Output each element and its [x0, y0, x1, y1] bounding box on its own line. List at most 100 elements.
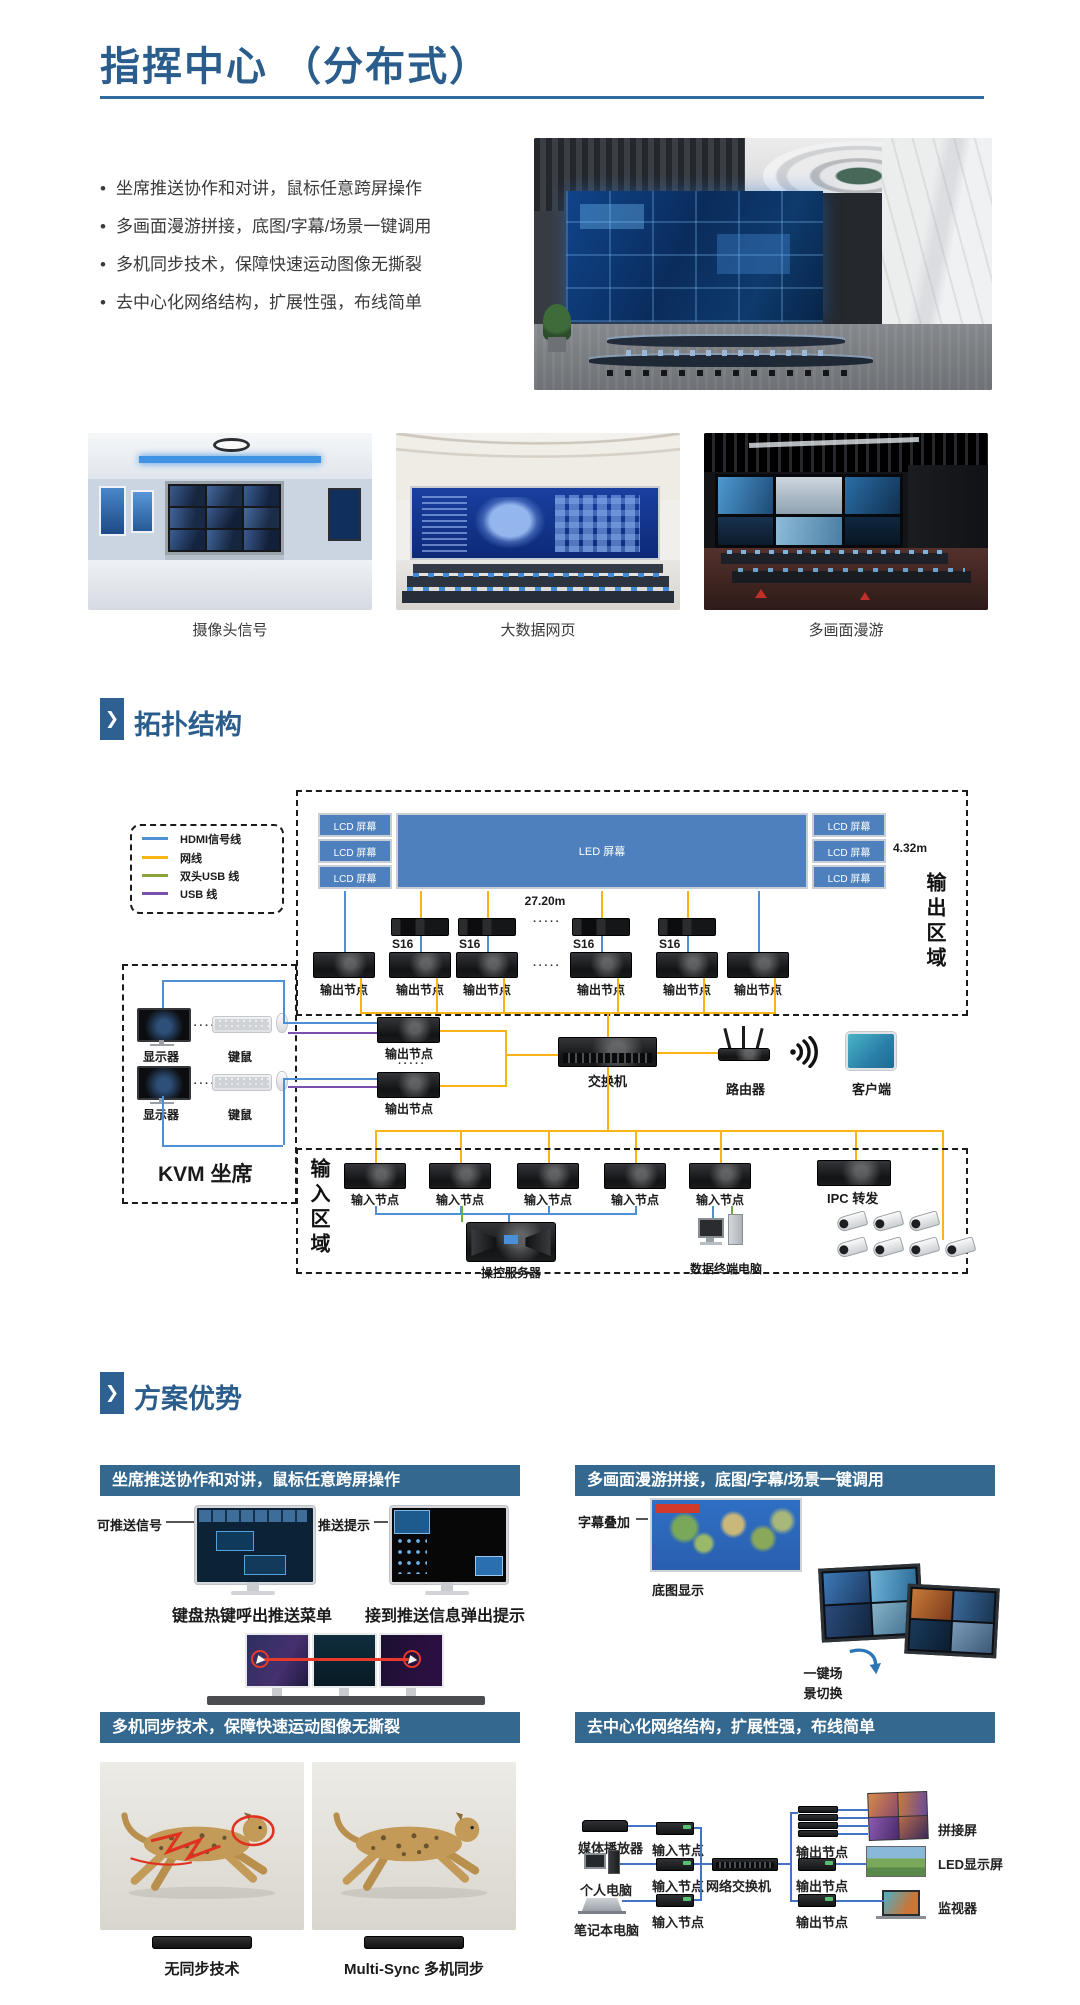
cable	[778, 1863, 792, 1865]
keyboard-device	[212, 1016, 272, 1033]
base-map-label: 底图显示	[652, 1583, 705, 1598]
chevron-right-icon: ❯	[104, 709, 120, 728]
cursor-highlight	[403, 1650, 421, 1668]
monitor-label: 显示器	[143, 1108, 180, 1122]
output-node-device	[727, 952, 789, 978]
net-cable	[420, 891, 422, 918]
net-cable	[440, 1030, 507, 1032]
thumbnail-strip	[199, 1510, 307, 1522]
hdmi-cable	[283, 1078, 285, 1145]
popup-window	[395, 1511, 429, 1533]
net-cable	[503, 978, 505, 1014]
hdmi-cable	[758, 891, 760, 952]
legend-label: 网线	[180, 853, 202, 865]
popup-window	[245, 1556, 285, 1574]
callout-line	[166, 1521, 194, 1523]
gallery-image-big-data	[396, 433, 680, 610]
monitor-stand	[406, 1688, 416, 1696]
hdmi-cable	[601, 936, 603, 952]
hdmi-cable	[283, 1078, 377, 1080]
net-cable	[703, 978, 705, 1014]
s16-label: S16	[573, 937, 595, 951]
switch-ports	[563, 1053, 652, 1063]
terminal-tower	[728, 1214, 743, 1245]
feature-list: •坐席推送协作和对讲，鼠标任意跨屏操作 •多画面漫游拼接，底图/字幕/场景一键调…	[100, 170, 530, 322]
lcd-screen: LCD 屏幕	[318, 813, 392, 837]
cable	[694, 1827, 702, 1829]
gallery-image-multi-roam	[704, 433, 988, 610]
legend-label: USB 线	[180, 889, 218, 901]
net-cable	[855, 1130, 857, 1160]
gallery-caption: 摄像头信号	[192, 622, 268, 639]
cable	[622, 1900, 656, 1902]
output-node-device	[798, 1894, 836, 1907]
input-node-device	[429, 1163, 491, 1189]
output-node-device	[798, 1858, 836, 1871]
topology-section-title: 拓扑结构	[134, 710, 242, 740]
callout-line	[636, 1518, 648, 1520]
popup-window	[217, 1532, 253, 1550]
monitor-stand	[441, 1582, 453, 1591]
scene-videowall	[904, 1583, 1000, 1659]
desktop-icons	[397, 1538, 427, 1574]
cable	[628, 1825, 656, 1827]
hdmi-cable	[375, 1213, 637, 1215]
led-screen-label: LED显示屏	[938, 1857, 1004, 1872]
output-region-box	[296, 790, 968, 1016]
terminal-base	[700, 1242, 722, 1245]
kvm-region-box	[122, 964, 297, 1204]
kvm-label: KVM 坐席	[158, 1163, 253, 1186]
cheetah-photo-synced	[312, 1762, 516, 1930]
net-cable	[505, 1030, 507, 1087]
kb-mouse-label: 键鼠	[228, 1108, 253, 1122]
scene-switch-label: 一键场 景切换	[794, 1664, 852, 1703]
input-node-label: 输入节点	[652, 1915, 705, 1930]
multi-sync-caption: Multi-Sync 多机同步	[343, 1961, 484, 1978]
cable	[838, 1817, 868, 1819]
pc-monitor	[584, 1853, 606, 1869]
bullet-icon: •	[100, 217, 106, 236]
output-region-label: 输出区域	[923, 872, 945, 972]
output-node-device	[798, 1830, 838, 1837]
pc-tower	[608, 1850, 620, 1874]
input-region-label: 输入区域	[307, 1158, 329, 1258]
terminal-monitor	[698, 1218, 724, 1238]
input-node-label: 输入节点	[696, 1193, 745, 1207]
monitor-stand	[339, 1688, 349, 1696]
legend-swatch	[142, 856, 168, 859]
s16-device	[458, 918, 516, 936]
card-header-roam: 多画面漫游拼接，底图/字幕/场景一键调用	[575, 1465, 995, 1496]
laptop-base	[578, 1911, 626, 1914]
monitor-label: 监视器	[938, 1901, 978, 1916]
s16-label: S16	[659, 937, 681, 951]
input-node-device	[656, 1822, 694, 1835]
output-node-label: 输出节点	[796, 1879, 849, 1894]
feature-item: •多机同步技术，保障快速运动图像无撕裂	[100, 246, 530, 284]
section-marker: ❯	[100, 698, 124, 740]
legend-swatch	[142, 837, 168, 840]
router-antenna	[742, 1026, 745, 1050]
s16-device	[391, 918, 449, 936]
sync-device	[152, 1936, 252, 1949]
hdmi-cable	[162, 1096, 164, 1145]
monitor-base	[876, 1916, 926, 1919]
laptop-device	[582, 1898, 622, 1911]
cable	[620, 1863, 656, 1865]
mouse-device	[276, 1071, 288, 1091]
s16-device	[658, 918, 716, 936]
ellipsis: ·····	[398, 1058, 427, 1070]
output-node-device	[389, 952, 451, 978]
lcd-screen: LCD 屏幕	[318, 865, 392, 889]
client-tablet-device	[846, 1032, 896, 1070]
gallery-caption: 大数据网页	[500, 622, 576, 639]
ipc-forward-label: IPC 转发	[827, 1191, 879, 1206]
laptop-label: 笔记本电脑	[574, 1923, 640, 1938]
chevron-right-icon: ❯	[104, 1383, 120, 1402]
cheetah-illustration	[121, 1812, 276, 1900]
terminal-stand	[706, 1238, 714, 1242]
media-player-device	[582, 1820, 628, 1832]
router-label: 路由器	[726, 1082, 766, 1097]
client-label: 客户端	[852, 1082, 892, 1097]
lcd-screen: LCD 屏幕	[318, 839, 392, 863]
output-node-label: 输出节点	[320, 983, 369, 997]
